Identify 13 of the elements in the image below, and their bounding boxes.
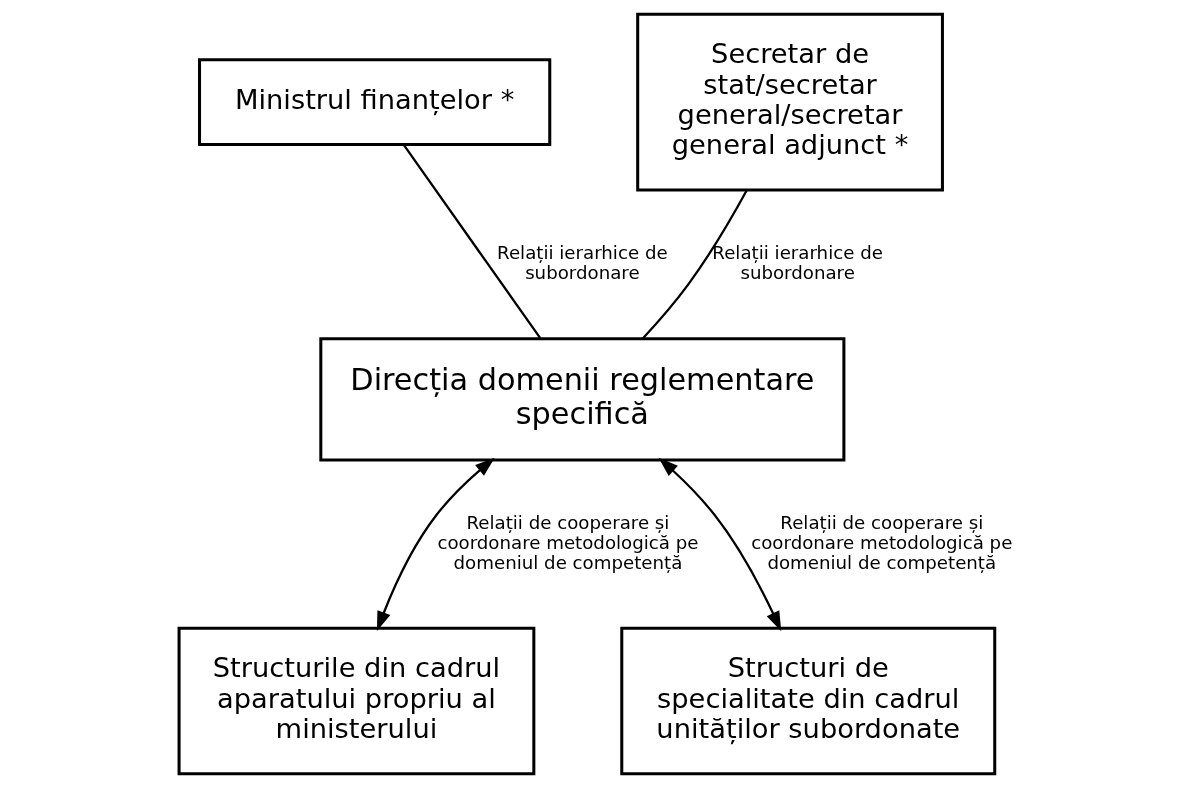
connector <box>402 144 541 339</box>
node-box: Direcția domenii reglementare specifică <box>318 337 845 462</box>
connector <box>641 189 748 339</box>
arrow <box>658 457 781 632</box>
node-box: Structuri de specialitate din cadrul unităților subordonate <box>619 626 996 776</box>
node-box: Ministrul finanțelor * <box>197 58 551 147</box>
edge-label: Relații de cooperare și coordonare metodologică pe domeniul de competență <box>436 512 698 573</box>
edge-label: Relații de cooperare și coordonare metodologică pe domeniul de competență <box>750 512 1012 573</box>
edge-label: Relații ierarhice de subordonare <box>711 242 883 283</box>
edge-label: Relații ierarhice de subordonare <box>496 242 668 283</box>
node-box: Secretar de stat/secretar general/secretar general adjunct * <box>635 12 944 192</box>
arrow <box>376 457 495 632</box>
node-box: Structurile din cadrul aparatului propriu al ministerului <box>177 626 535 776</box>
